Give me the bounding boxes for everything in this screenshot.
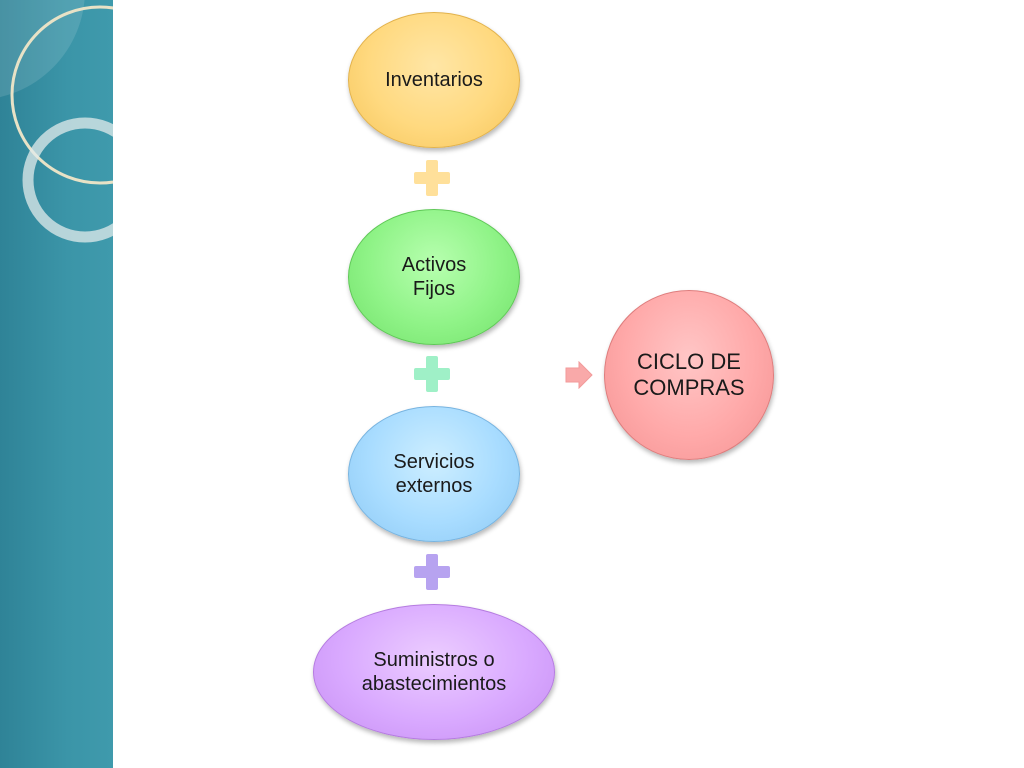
decorative-rings: [0, 0, 113, 243]
plus-icon: [414, 356, 450, 392]
node-ciclo-de-compras: CICLO DE COMPRAS: [604, 290, 774, 460]
node-label-suministros: Suministros o abastecimientos: [361, 649, 507, 695]
sidebar-band: [0, 0, 113, 768]
plus-icon: [414, 554, 450, 590]
result-label: CICLO DE COMPRAS: [633, 349, 745, 400]
decorative-disc: [0, 0, 85, 98]
plus-icon: [414, 160, 450, 196]
node-suministros: Suministros o abastecimientos: [313, 604, 555, 740]
node-label-inventarios: Inventarios: [385, 69, 483, 91]
node-activos-fijos: Activos Fijos: [348, 209, 520, 345]
decorative-ring-large: [10, 5, 113, 185]
node-servicios-externos: Servicios externos: [348, 406, 520, 542]
arrow-right-icon: [565, 361, 593, 389]
node-label-activos-fijos: Activos Fijos: [401, 254, 467, 300]
node-label-servicios-externos: Servicios externos: [393, 451, 475, 497]
node-inventarios: Inventarios: [348, 12, 520, 148]
decorative-ring-small: [22, 117, 113, 243]
